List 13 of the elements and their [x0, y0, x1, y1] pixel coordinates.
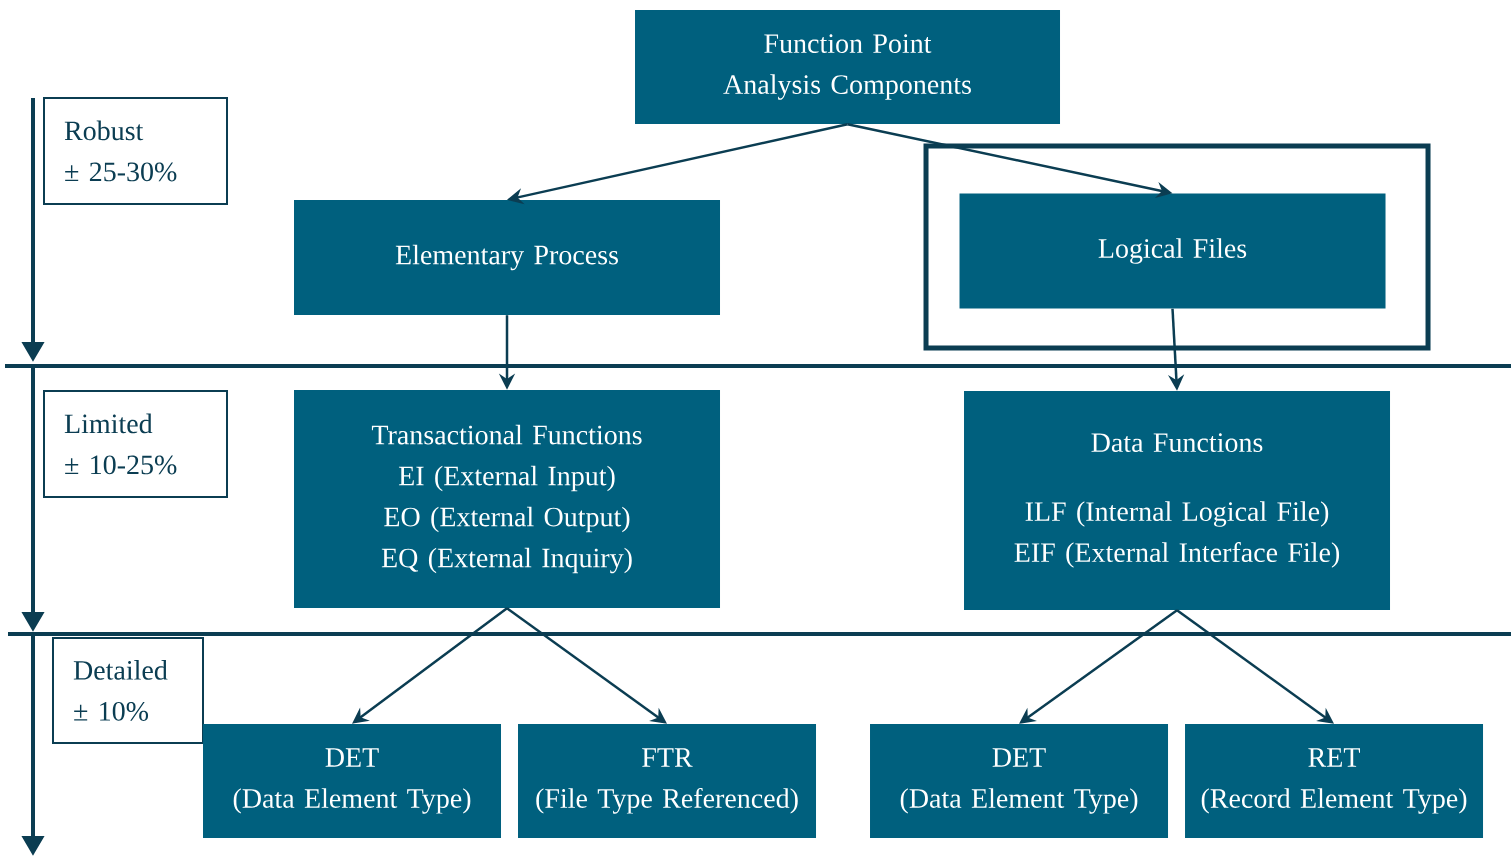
frame-box: [923, 143, 1431, 351]
process-box: Transactional Functions EI (External Input) EO (External Output) EQ (External Inquiry): [294, 390, 720, 608]
process-box: Data Functions ILF (Internal Logical File) EIF (External Interface File): [964, 391, 1390, 610]
accuracy-label-box: Limited ± 10-25%: [43, 390, 228, 498]
process-box: Function Point Analysis Components: [635, 10, 1060, 124]
process-box: FTR (File Type Referenced): [518, 724, 816, 838]
process-box: RET (Record Element Type): [1185, 724, 1484, 838]
process-box: DET (Data Element Type): [870, 724, 1168, 838]
process-box: Elementary Process: [294, 200, 720, 315]
accuracy-label-box: Detailed ± 10%: [52, 637, 204, 744]
process-box: DET (Data Element Type): [203, 724, 501, 838]
process-box: Logical Files: [959, 193, 1386, 309]
accuracy-label-box: Robust ± 25-30%: [43, 97, 228, 205]
